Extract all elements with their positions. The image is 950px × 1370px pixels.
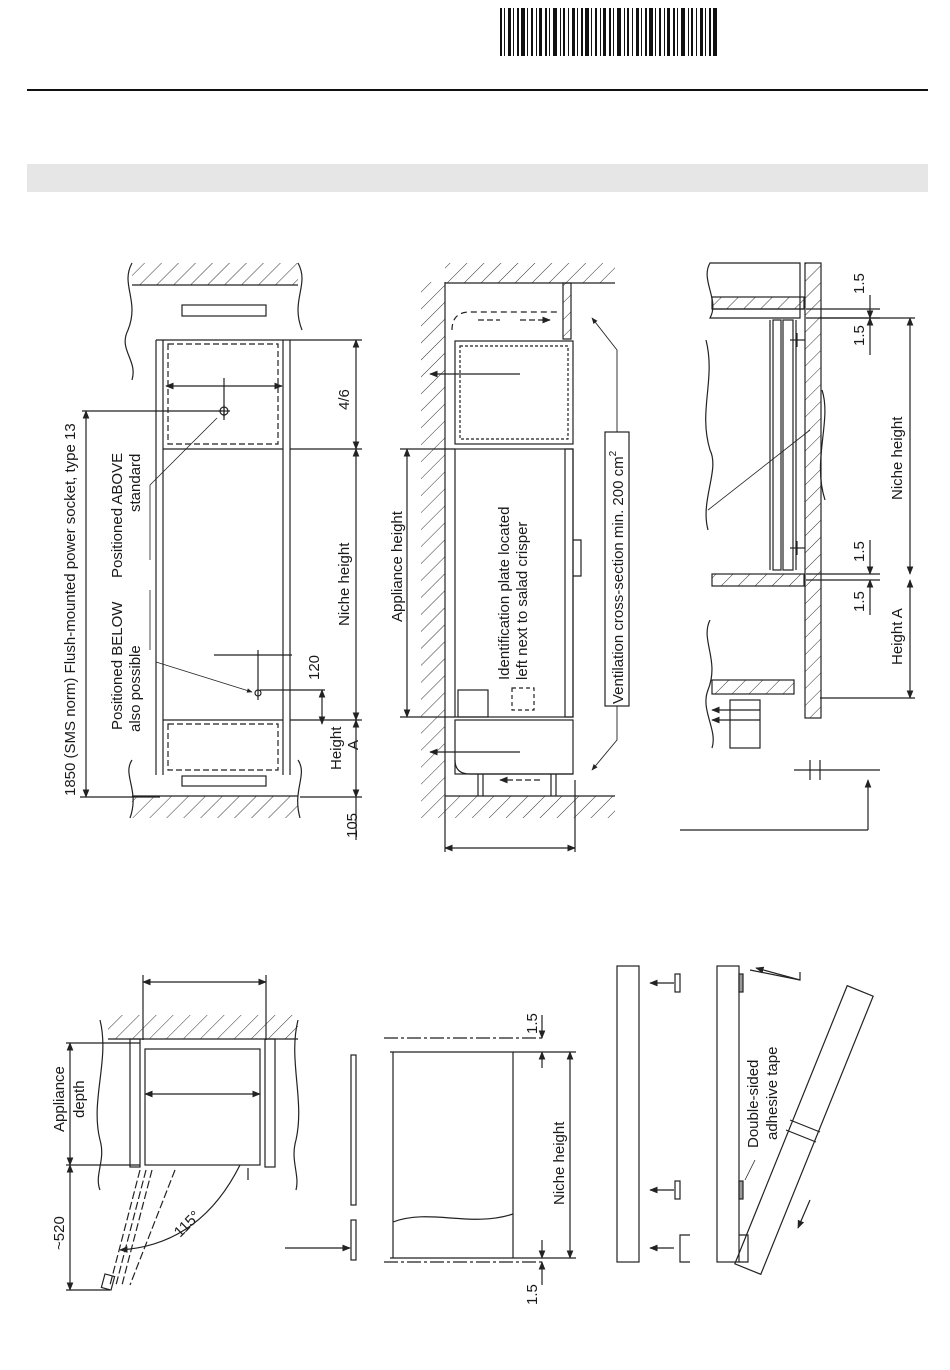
height-a-label-line1: Height <box>328 726 345 770</box>
niche-height-label-1: Niche height <box>336 542 353 626</box>
diagram-door-swing <box>66 975 300 1291</box>
diagram-side-section <box>400 263 630 852</box>
dim-panel-bottom: 1.5 <box>524 1284 541 1305</box>
appliance-depth-line1: Appliance <box>51 1066 68 1132</box>
socket-label: 1850 (SMS norm) Flush-mounted power sock… <box>62 423 79 796</box>
dim-panel-top: 1.5 <box>524 1013 541 1034</box>
angle-115: 115° <box>171 1208 204 1241</box>
appliance-height-label: Appliance height <box>389 510 406 622</box>
id-plate-line2: left next to salad crisper <box>514 522 531 680</box>
dim-bottom-1: 1.5 <box>851 541 868 562</box>
ventilation-label: Ventilation cross-section min. 200 cm2 <box>608 450 627 704</box>
tape-label-line1: Double-sided <box>745 1060 762 1148</box>
diagram-adhesive-tape <box>616 965 874 1276</box>
dim-120: 120 <box>306 655 323 680</box>
appliance-depth-line2: depth <box>71 1080 88 1118</box>
below-label-line1: Positioned BELOW <box>109 601 126 730</box>
tape-label-line2: adhesive tape <box>764 1047 781 1140</box>
section-band <box>27 164 928 192</box>
dim-top-1: 1.5 <box>851 273 868 294</box>
below-label-line2: also possible <box>127 645 144 732</box>
niche-height-label-2: Niche height <box>889 416 906 500</box>
niche-height-label-3: Niche height <box>551 1121 568 1205</box>
diagram-panel-front <box>285 1015 576 1285</box>
above-label-line1: Positioned ABOVE <box>109 453 126 578</box>
dim-top-2: 1.5 <box>851 325 868 346</box>
dim-520: ~520 <box>51 1216 68 1250</box>
height-a-label-2: Height A <box>889 608 906 665</box>
dim-105: 105 <box>344 813 361 838</box>
diagram-niche-front <box>80 262 362 840</box>
dim-4-6: 4/6 <box>336 389 353 410</box>
diagram-door-section <box>680 262 915 831</box>
above-label-line2: standard <box>127 454 144 512</box>
barcode <box>500 8 717 56</box>
height-a-label-line2: A <box>345 740 362 750</box>
id-plate-line1: Identification plate located <box>496 507 513 680</box>
dim-bottom-2: 1.5 <box>851 591 868 612</box>
